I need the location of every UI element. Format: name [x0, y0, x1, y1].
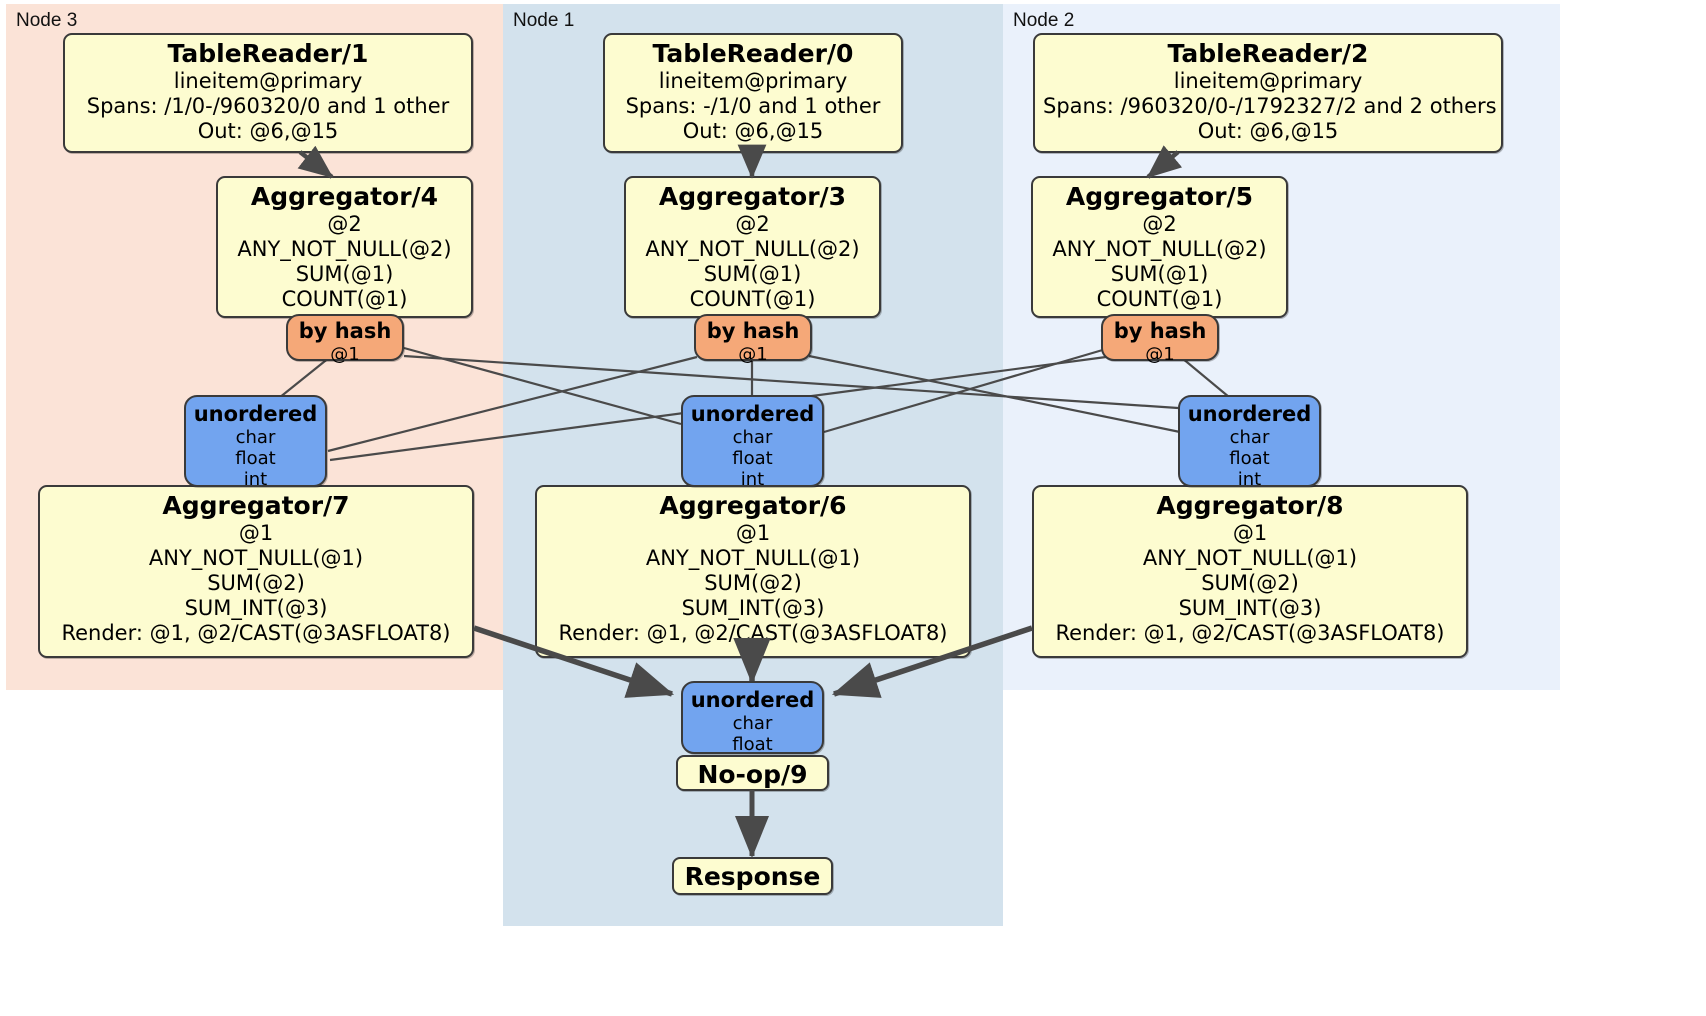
router-hash-column: @1: [738, 344, 768, 365]
processor-line-groupcols: @2: [735, 212, 770, 236]
router-by-hash-node2[interactable]: by hash @1: [1101, 314, 1219, 365]
processor-line-agg1: ANY_NOT_NULL(@1): [148, 546, 364, 570]
synchronizer-unordered-node2[interactable]: unordered char float int: [1178, 395, 1321, 490]
processor-line-spans: Spans: /960320/0-/1792327/2 and 2 others: [1043, 94, 1497, 118]
synchronizer-type-int: int: [1237, 469, 1262, 490]
synchronizer-type-float: float: [732, 734, 773, 755]
processor-line-agg2: SUM(@1): [703, 262, 802, 286]
processor-aggregator-7[interactable]: Aggregator/7 @1 ANY_NOT_NULL(@1) SUM(@2)…: [38, 485, 474, 658]
processor-line-table: lineitem@primary: [658, 69, 848, 93]
router-by-hash-node3[interactable]: by hash @1: [286, 314, 404, 365]
processor-line-render: Render: @1, @2/CAST(@3ASFLOAT8): [558, 621, 948, 645]
processor-title: Aggregator/4: [250, 182, 439, 211]
processor-line-render: Render: @1, @2/CAST(@3ASFLOAT8): [61, 621, 451, 645]
processor-title: TableReader/2: [1167, 39, 1369, 68]
processor-line-agg1: ANY_NOT_NULL(@2): [645, 237, 860, 261]
processor-title: Aggregator/8: [1156, 491, 1344, 520]
processor-title: TableReader/0: [652, 39, 854, 68]
synchronizer-unordered-final[interactable]: unordered char float: [681, 681, 824, 755]
processor-line-groupcols: @2: [1142, 212, 1177, 236]
processor-line-agg3: COUNT(@1): [689, 287, 816, 311]
synchronizer-type-float: float: [235, 448, 276, 469]
processor-line-agg3: SUM_INT(@3): [681, 596, 825, 620]
node-panel-label-node3: Node 3: [16, 10, 78, 31]
router-title: by hash: [706, 319, 800, 343]
processor-line-agg2: SUM(@2): [207, 571, 305, 595]
synchronizer-type-char: char: [235, 427, 276, 448]
processor-title: Aggregator/5: [1065, 182, 1254, 211]
processor-line-out: Out: @6,@15: [197, 119, 339, 143]
synchronizer-type-float: float: [1229, 448, 1270, 469]
synchronizer-type-char: char: [1229, 427, 1270, 448]
processor-title: Aggregator/7: [162, 491, 350, 520]
processor-aggregator-3[interactable]: Aggregator/3 @2 ANY_NOT_NULL(@2) SUM(@1)…: [624, 176, 881, 318]
processor-line-agg1: ANY_NOT_NULL(@2): [1052, 237, 1267, 261]
router-by-hash-node1[interactable]: by hash @1: [694, 314, 812, 365]
synchronizer-title: unordered: [690, 688, 815, 712]
processor-line-agg3: SUM_INT(@3): [184, 596, 328, 620]
processor-line-groupcols: @1: [238, 521, 274, 545]
synchronizer-title: unordered: [1187, 402, 1312, 426]
synchronizer-type-int: int: [740, 469, 765, 490]
processor-tablereader-1[interactable]: TableReader/1 lineitem@primary Spans: /1…: [63, 33, 473, 153]
synchronizer-unordered-node3[interactable]: unordered char float int: [184, 395, 327, 490]
processor-response[interactable]: Response: [672, 857, 833, 895]
processor-line-groupcols: @2: [327, 212, 362, 236]
processor-line-render: Render: @1, @2/CAST(@3ASFLOAT8): [1055, 621, 1445, 645]
processor-tablereader-2[interactable]: TableReader/2 lineitem@primary Spans: /9…: [1033, 33, 1503, 153]
processor-line-agg2: SUM(@2): [704, 571, 802, 595]
processor-line-groupcols: @1: [1232, 521, 1268, 545]
processor-line-out: Out: @6,@15: [1197, 119, 1339, 143]
processor-noop-9[interactable]: No-op/9: [676, 755, 829, 791]
synchronizer-type-char: char: [732, 427, 773, 448]
processor-line-agg2: SUM(@2): [1201, 571, 1299, 595]
synchronizer-type-float: float: [732, 448, 773, 469]
processor-title: TableReader/1: [167, 39, 369, 68]
processor-line-agg2: SUM(@1): [1110, 262, 1209, 286]
synchronizer-title: unordered: [193, 402, 318, 426]
processor-line-out: Out: @6,@15: [682, 119, 824, 143]
processor-aggregator-6[interactable]: Aggregator/6 @1 ANY_NOT_NULL(@1) SUM(@2)…: [535, 485, 971, 658]
processor-line-groupcols: @1: [735, 521, 771, 545]
processor-aggregator-5[interactable]: Aggregator/5 @2 ANY_NOT_NULL(@2) SUM(@1)…: [1031, 176, 1288, 318]
synchronizer-title: unordered: [690, 402, 815, 426]
router-title: by hash: [298, 319, 392, 343]
processor-line-agg1: ANY_NOT_NULL(@1): [645, 546, 861, 570]
processor-line-agg1: ANY_NOT_NULL(@1): [1142, 546, 1358, 570]
router-hash-column: @1: [330, 344, 360, 365]
synchronizer-type-int: int: [243, 469, 268, 490]
router-title: by hash: [1113, 319, 1207, 343]
processor-line-table: lineitem@primary: [173, 69, 363, 93]
processor-title: Aggregator/3: [658, 182, 847, 211]
processor-line-agg3: SUM_INT(@3): [1178, 596, 1322, 620]
processor-line-agg1: ANY_NOT_NULL(@2): [237, 237, 452, 261]
synchronizer-type-char: char: [732, 713, 773, 734]
node-panel-label-node2: Node 2: [1013, 10, 1075, 31]
processor-line-agg2: SUM(@1): [295, 262, 394, 286]
processor-aggregator-4[interactable]: Aggregator/4 @2 ANY_NOT_NULL(@2) SUM(@1)…: [216, 176, 473, 318]
router-hash-column: @1: [1145, 344, 1175, 365]
processor-line-spans: Spans: /1/0-/960320/0 and 1 other: [86, 94, 450, 118]
processor-tablereader-0[interactable]: TableReader/0 lineitem@primary Spans: -/…: [603, 33, 903, 153]
processor-line-agg3: COUNT(@1): [281, 287, 408, 311]
processor-title: Aggregator/6: [659, 491, 847, 520]
node-panel-label-node1: Node 1: [513, 10, 575, 31]
synchronizer-unordered-node1[interactable]: unordered char float int: [681, 395, 824, 490]
processor-line-agg3: COUNT(@1): [1096, 287, 1223, 311]
processor-line-table: lineitem@primary: [1173, 69, 1363, 93]
processor-line-spans: Spans: -/1/0 and 1 other: [625, 94, 881, 118]
processor-aggregator-8[interactable]: Aggregator/8 @1 ANY_NOT_NULL(@1) SUM(@2)…: [1032, 485, 1468, 658]
